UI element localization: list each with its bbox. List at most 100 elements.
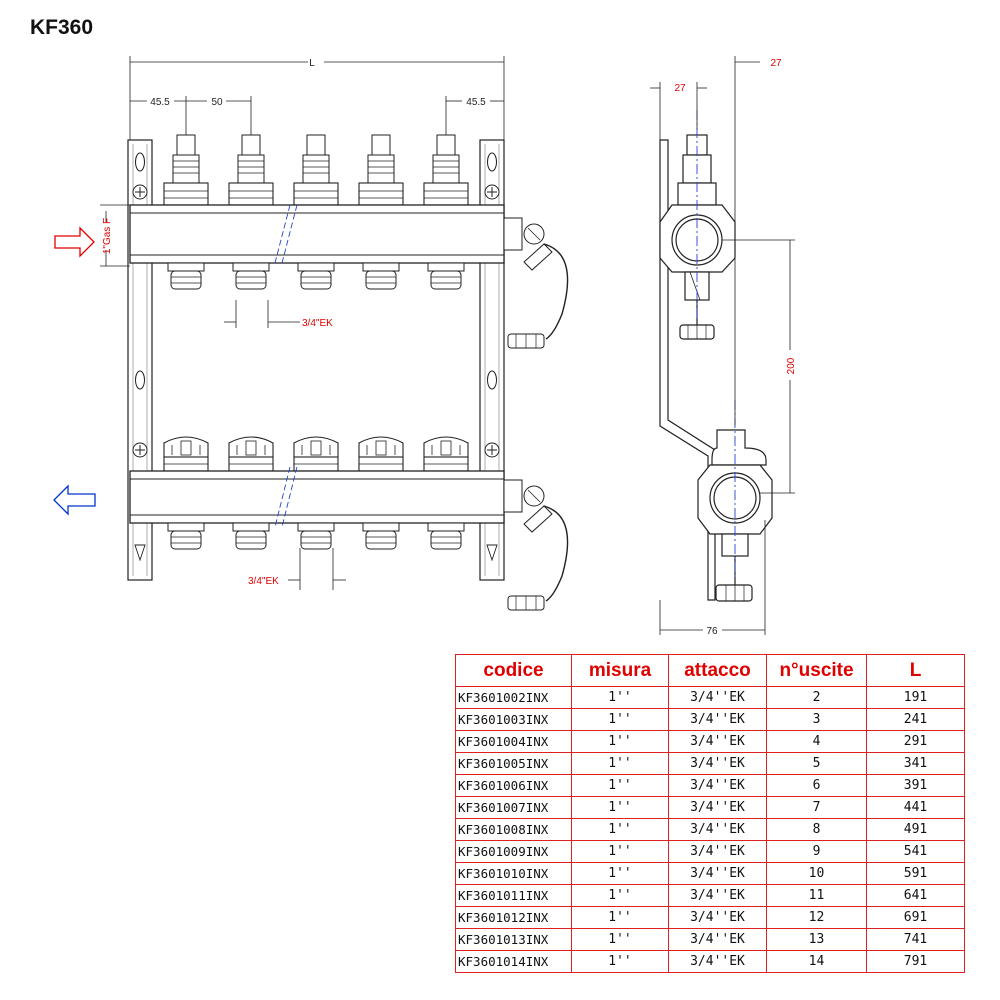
dim-side-offset-b: 27 [770,58,782,69]
supply-bar [129,204,505,264]
cell-length: 191 [866,686,965,709]
header-length: L [866,654,965,687]
dim-total-length: L [309,58,315,69]
dim-pitch-left: 45.5 [150,97,170,108]
top-end-fitting [503,217,569,349]
cell-code: KF3601003INX [455,708,572,731]
cell-outlets: 10 [766,862,867,885]
cell-code: KF3601012INX [455,906,572,929]
header-misura: misura [571,654,669,687]
header-codice: codice [455,654,572,687]
cell-connection: 3/4''EK [668,928,767,951]
cell-outlets: 5 [766,752,867,775]
inlet-arrow-icon [54,226,95,258]
cell-length: 241 [866,708,965,731]
cell-outlets: 11 [766,884,867,907]
cell-connection: 3/4''EK [668,796,767,819]
cell-outlets: 6 [766,774,867,797]
cell-size: 1'' [571,906,669,929]
cell-outlets: 14 [766,950,867,973]
cell-code: KF3601005INX [455,752,572,775]
cell-code: KF3601013INX [455,928,572,951]
cell-length: 791 [866,950,965,973]
cell-outlets: 9 [766,840,867,863]
cell-size: 1'' [571,884,669,907]
cell-connection: 3/4''EK [668,906,767,929]
cell-length: 591 [866,862,965,885]
cell-length: 691 [866,906,965,929]
cell-outlets: 12 [766,906,867,929]
outlet-arrow-icon [53,484,96,516]
cell-outlets: 13 [766,928,867,951]
cell-outlets: 7 [766,796,867,819]
cell-size: 1'' [571,730,669,753]
side-dimensions [650,56,795,635]
top-outlets [167,262,465,290]
dim-outlet-top: 3/4"EK [302,318,333,329]
spec-table: codice misura attacco n°uscite L KF36010… [455,654,965,973]
cell-code: KF3601007INX [455,796,572,819]
cell-code: KF3601014INX [455,950,572,973]
cell-connection: 3/4''EK [668,708,767,731]
technical-drawing: L 45.5 50 45.5 1"Gas F 3/4"EK 3/4"EK [53,56,797,637]
cell-code: KF3601010INX [455,862,572,885]
cell-connection: 3/4''EK [668,840,767,863]
cell-size: 1'' [571,796,669,819]
dim-side-depth: 76 [706,626,718,637]
cell-code: KF3601009INX [455,840,572,863]
cell-size: 1'' [571,774,669,797]
cell-connection: 3/4''EK [668,950,767,973]
cell-code: KF3601006INX [455,774,572,797]
cell-outlets: 4 [766,730,867,753]
cell-size: 1'' [571,686,669,709]
dim-side-offset-a: 27 [674,83,686,94]
cell-length: 741 [866,928,965,951]
cell-connection: 3/4''EK [668,730,767,753]
cell-outlets: 3 [766,708,867,731]
cell-length: 391 [866,774,965,797]
top-valves [163,134,469,206]
cell-size: 1'' [571,708,669,731]
cell-code: KF3601008INX [455,818,572,841]
dim-side-height: 200 [786,357,797,374]
cell-code: KF3601002INX [455,686,572,709]
cell-size: 1'' [571,928,669,951]
cell-length: 441 [866,796,965,819]
cell-size: 1'' [571,950,669,973]
cell-size: 1'' [571,840,669,863]
header-attacco: attacco [668,654,767,687]
drawing-title: KF360 [30,16,94,39]
cell-code: KF3601011INX [455,884,572,907]
cell-connection: 3/4''EK [668,818,767,841]
cell-length: 641 [866,884,965,907]
cell-outlets: 8 [766,818,867,841]
spec-table-header: codice misura attacco n°uscite L [455,654,965,687]
cell-size: 1'' [571,818,669,841]
cell-size: 1'' [571,862,669,885]
cell-outlets: 2 [766,686,867,709]
dim-outlet-bottom: 3/4"EK [248,576,279,587]
bottom-caps [163,436,469,472]
dim-pitch-right: 45.5 [466,97,486,108]
dim-inlet-size: 1"Gas F [102,218,113,254]
front-dimensions [100,56,505,590]
side-view [659,134,773,602]
front-view [53,134,569,611]
cell-length: 341 [866,752,965,775]
bottom-end-fitting [503,479,569,611]
cell-code: KF3601004INX [455,730,572,753]
cell-connection: 3/4''EK [668,862,767,885]
